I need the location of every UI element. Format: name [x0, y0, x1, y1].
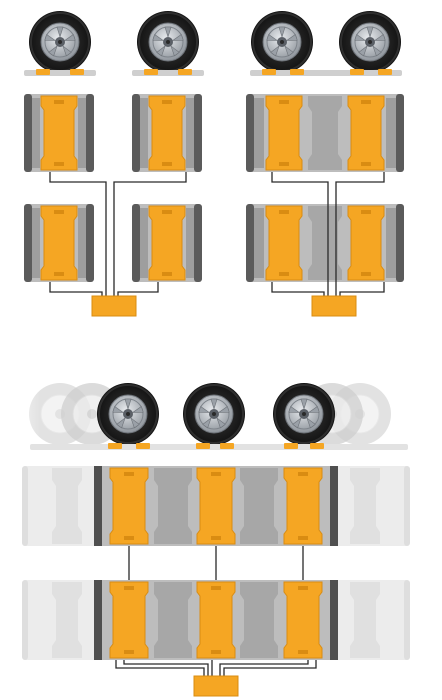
tire-icon: [96, 382, 160, 446]
lift-plate-icon: [23, 203, 95, 283]
lift-plate-icon: [245, 93, 405, 173]
two-post-lift-layout: [23, 10, 204, 317]
tire-icon: [28, 10, 92, 74]
hydraulic-hose-lines: [115, 546, 317, 676]
lift-plate-icon: [23, 93, 95, 173]
lift-pad-markers: [108, 443, 324, 449]
lift-plate-icon: [21, 579, 411, 661]
extendable-lift-layout: [0, 380, 442, 697]
lift-plate-icon: [21, 465, 411, 547]
lift-plate-icon: [30, 444, 408, 450]
four-pad-lift-layout: [245, 10, 405, 317]
motion-blur-left: [0, 380, 40, 450]
lift-pad-markers: [262, 69, 392, 75]
control-unit-icon: [91, 295, 137, 317]
tire-icon: [272, 382, 336, 446]
lift-plate-icon: [132, 69, 204, 76]
control-unit-icon: [311, 295, 357, 317]
lift-plate-icon: [131, 203, 203, 283]
lift-plate-icon: [245, 203, 405, 283]
tire-icon: [338, 10, 402, 74]
motion-blur-right: [402, 380, 442, 450]
tire-icon: [182, 382, 246, 446]
control-unit-icon: [193, 675, 239, 697]
tire-icon: [136, 10, 200, 74]
hydraulic-hose-lines: [49, 172, 187, 298]
hydraulic-hose-lines: [271, 172, 385, 298]
lift-plate-icon: [24, 69, 96, 76]
tire-icon: [250, 10, 314, 74]
lift-plate-icon: [131, 93, 203, 173]
